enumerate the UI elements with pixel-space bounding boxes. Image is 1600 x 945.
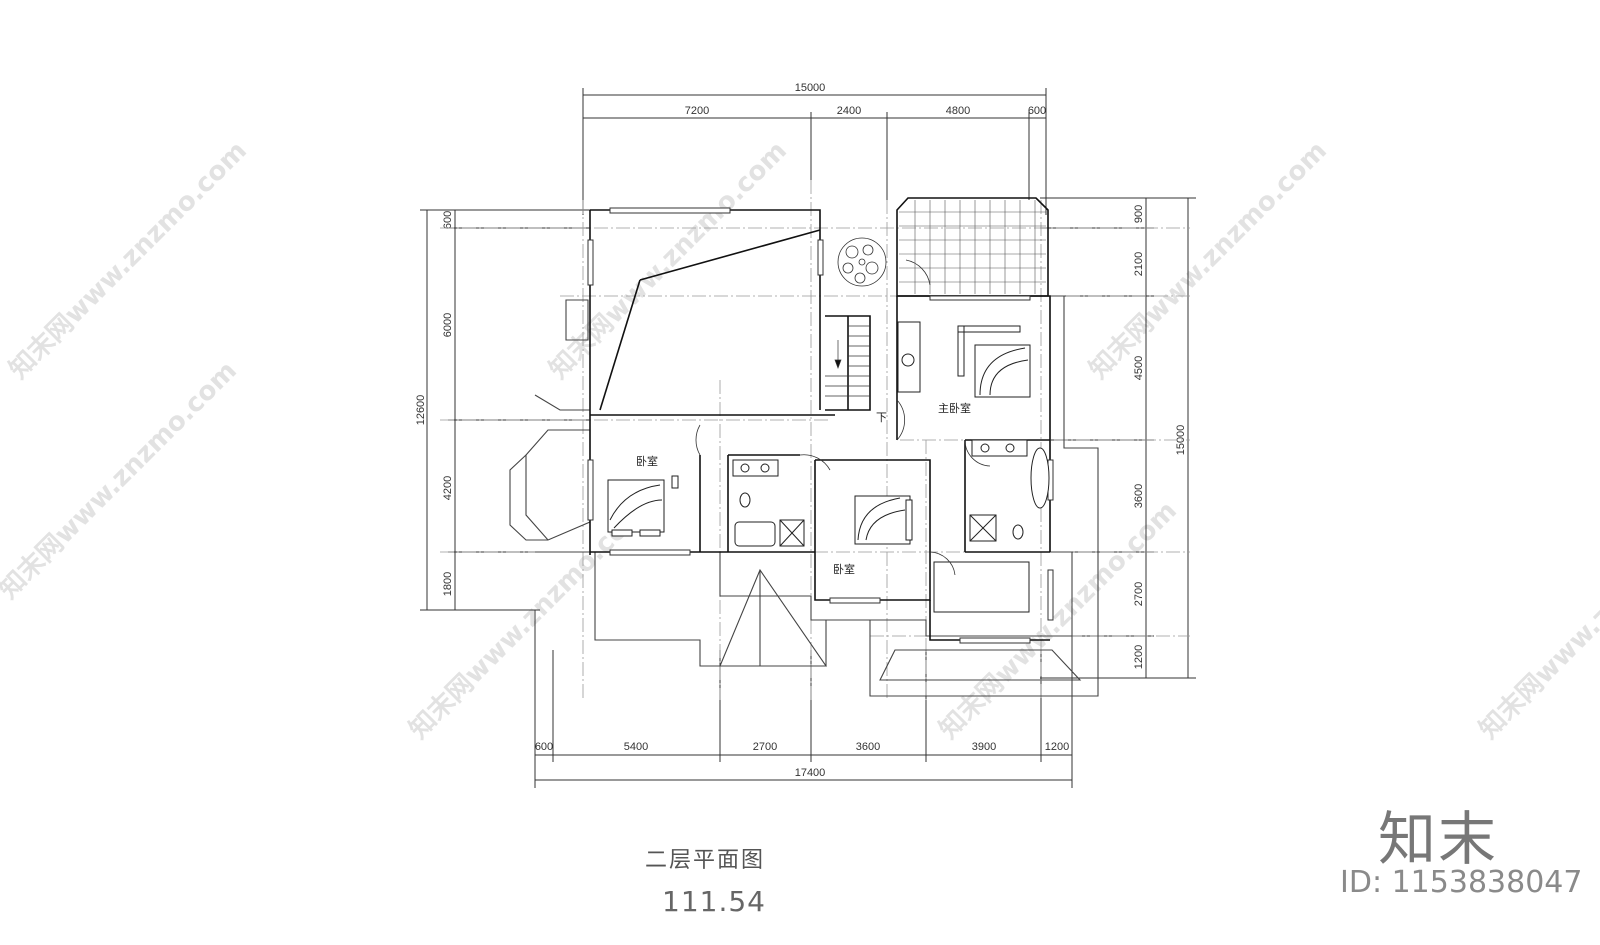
dim-bottom-total: 17400 bbox=[795, 767, 826, 779]
dim-right-1: 900 bbox=[1133, 205, 1145, 223]
dim-right-2: 2100 bbox=[1133, 252, 1145, 276]
brand-logo: 知末 bbox=[1378, 805, 1499, 873]
stair-treads bbox=[825, 325, 870, 397]
dim-top-2: 2400 bbox=[837, 105, 861, 117]
stair-down-label: 下 bbox=[876, 411, 887, 424]
room-labels: 卧室 卧室 主卧室 下 bbox=[636, 401, 971, 576]
dim-top-3: 4800 bbox=[946, 105, 970, 117]
dim-bottom-5: 3900 bbox=[972, 741, 996, 753]
balcony-tiles bbox=[899, 200, 1046, 294]
dim-top-total: 15000 bbox=[795, 82, 826, 94]
watermark-4: 知末网www.znzmo.com bbox=[0, 356, 243, 605]
dim-right-3: 4500 bbox=[1133, 356, 1145, 380]
watermark-2: 知末网www.znzmo.com bbox=[544, 136, 793, 385]
bed-icon bbox=[607, 479, 665, 533]
watermark-7: 知末网www.znzmo.com bbox=[1474, 496, 1600, 745]
bed-icon bbox=[974, 344, 1031, 398]
doors bbox=[695, 259, 991, 576]
room-label-bedroom-left: 卧室 bbox=[636, 454, 658, 468]
walls bbox=[589, 197, 1051, 641]
dim-left-2: 6000 bbox=[442, 313, 454, 337]
drawing-area: 111.54 bbox=[662, 885, 766, 918]
dimension-labels: 15000 7200 2400 4800 600 600 5400 2700 3… bbox=[415, 82, 1187, 779]
toilet-icon bbox=[739, 492, 751, 508]
watermark-6: 知末网www.znzmo.com bbox=[934, 496, 1183, 745]
dim-left-4: 1800 bbox=[442, 572, 454, 596]
dim-right-6: 1200 bbox=[1133, 645, 1145, 669]
room-label-bedroom-middle: 卧室 bbox=[833, 562, 855, 576]
dim-bottom-6: 1200 bbox=[1045, 741, 1069, 753]
dim-top-4: 600 bbox=[1028, 105, 1046, 117]
dim-bottom-3: 2700 bbox=[753, 741, 777, 753]
toilet-icon bbox=[1012, 524, 1024, 540]
dim-bottom-1: 600 bbox=[535, 741, 553, 753]
brand-id: ID: 1153838047 bbox=[1340, 865, 1583, 900]
tree-icon bbox=[837, 237, 887, 287]
dim-left-3: 4200 bbox=[442, 476, 454, 500]
bathtub-icon bbox=[1030, 447, 1050, 509]
dimension-lines bbox=[420, 88, 1196, 788]
furniture bbox=[607, 321, 1050, 613]
dim-right-4: 3600 bbox=[1133, 484, 1145, 508]
watermarks: 知末网www.znzmo.com 知末网www.znzmo.com 知末网www… bbox=[0, 136, 1600, 745]
dim-bottom-2: 5400 bbox=[624, 741, 648, 753]
watermark-3: 知末网www.znzmo.com bbox=[1084, 136, 1333, 385]
windows bbox=[587, 207, 1054, 644]
dim-bottom-4: 3600 bbox=[856, 741, 880, 753]
bathtub-icon bbox=[734, 521, 776, 547]
room-label-master-bedroom: 主卧室 bbox=[938, 401, 971, 415]
watermark-1: 知末网www.znzmo.com bbox=[4, 136, 253, 385]
drawing-title: 二层平面图 bbox=[645, 848, 766, 873]
dim-right-5: 2700 bbox=[1133, 582, 1145, 606]
dim-left-total: 12600 bbox=[415, 395, 427, 426]
dim-left-1: 600 bbox=[442, 211, 454, 229]
dim-top-1: 7200 bbox=[685, 105, 709, 117]
